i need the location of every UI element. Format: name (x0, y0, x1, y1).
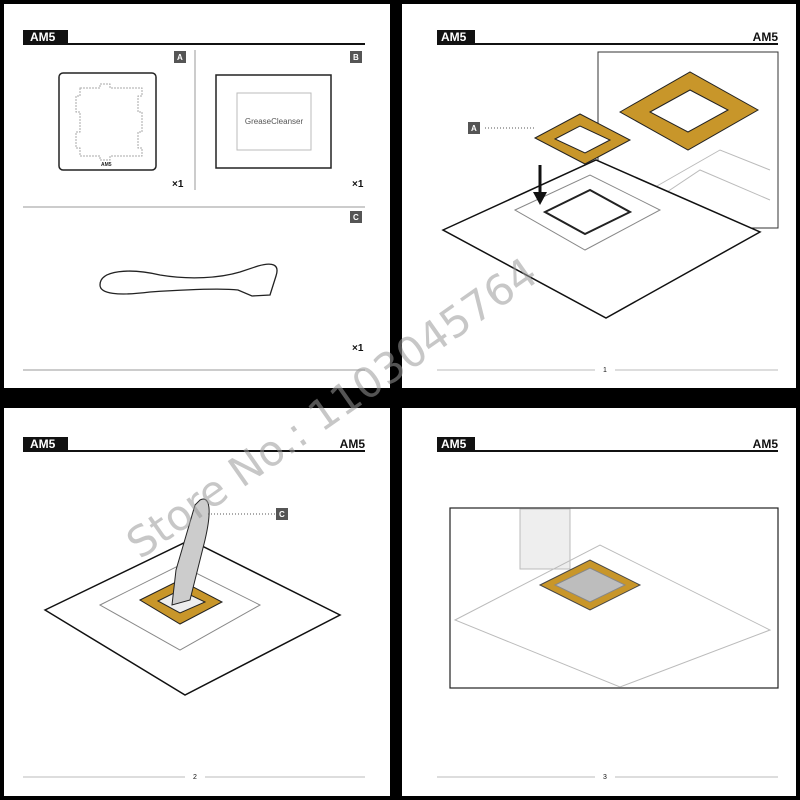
page-step-3: AM5 AM5 3 (437, 437, 779, 781)
product-name: GreaseCleanser (245, 117, 304, 126)
header-badge (437, 30, 475, 44)
quantity: ×1 (352, 179, 364, 190)
page-number: 3 (603, 774, 607, 781)
header-right: AM5 (340, 437, 366, 451)
header-title: AM5 (30, 30, 56, 44)
callout-label: C (279, 510, 285, 519)
thermal-paste (553, 567, 627, 603)
contact-frame-illustration: AM5 (58, 72, 157, 171)
page-step-1: AM5 AM5 A 1 (437, 30, 779, 374)
part-label: B (353, 53, 359, 62)
quantity: ×1 (172, 179, 184, 190)
part-label: C (353, 213, 359, 222)
page-number: 1 (603, 367, 607, 374)
cooler-heatsink (519, 508, 571, 570)
grease-cleanser-wipe-illustration: GreaseCleanser (215, 74, 332, 169)
page-parts: AM5 A AM5 ×1 B GreaseCleanser ×1 C ×1 (23, 30, 365, 371)
header-title: AM5 (441, 437, 467, 451)
spatula-illustration (99, 263, 278, 297)
part-label: A (177, 53, 183, 62)
part-label-badge (350, 211, 362, 223)
quantity: ×1 (352, 343, 364, 354)
part-label-badge (174, 51, 186, 63)
part-label-badge (350, 51, 362, 63)
header-badge (23, 437, 68, 451)
header-title: AM5 (441, 30, 467, 44)
header-right: AM5 (753, 30, 779, 44)
header-badge (23, 30, 68, 44)
callout-badge (276, 508, 288, 520)
spatula (171, 498, 210, 606)
callout-label: A (471, 124, 477, 133)
callout-badge (468, 122, 480, 134)
panel-parts (4, 4, 390, 388)
header-right: AM5 (753, 437, 779, 451)
page-step-2: AM5 AM5 C 2 (23, 437, 365, 781)
header-title: AM5 (30, 437, 56, 451)
cpu-socket (542, 188, 633, 236)
page-number: 2 (193, 774, 197, 781)
frame-marking: AM5 (101, 162, 112, 168)
header-badge (437, 437, 475, 451)
